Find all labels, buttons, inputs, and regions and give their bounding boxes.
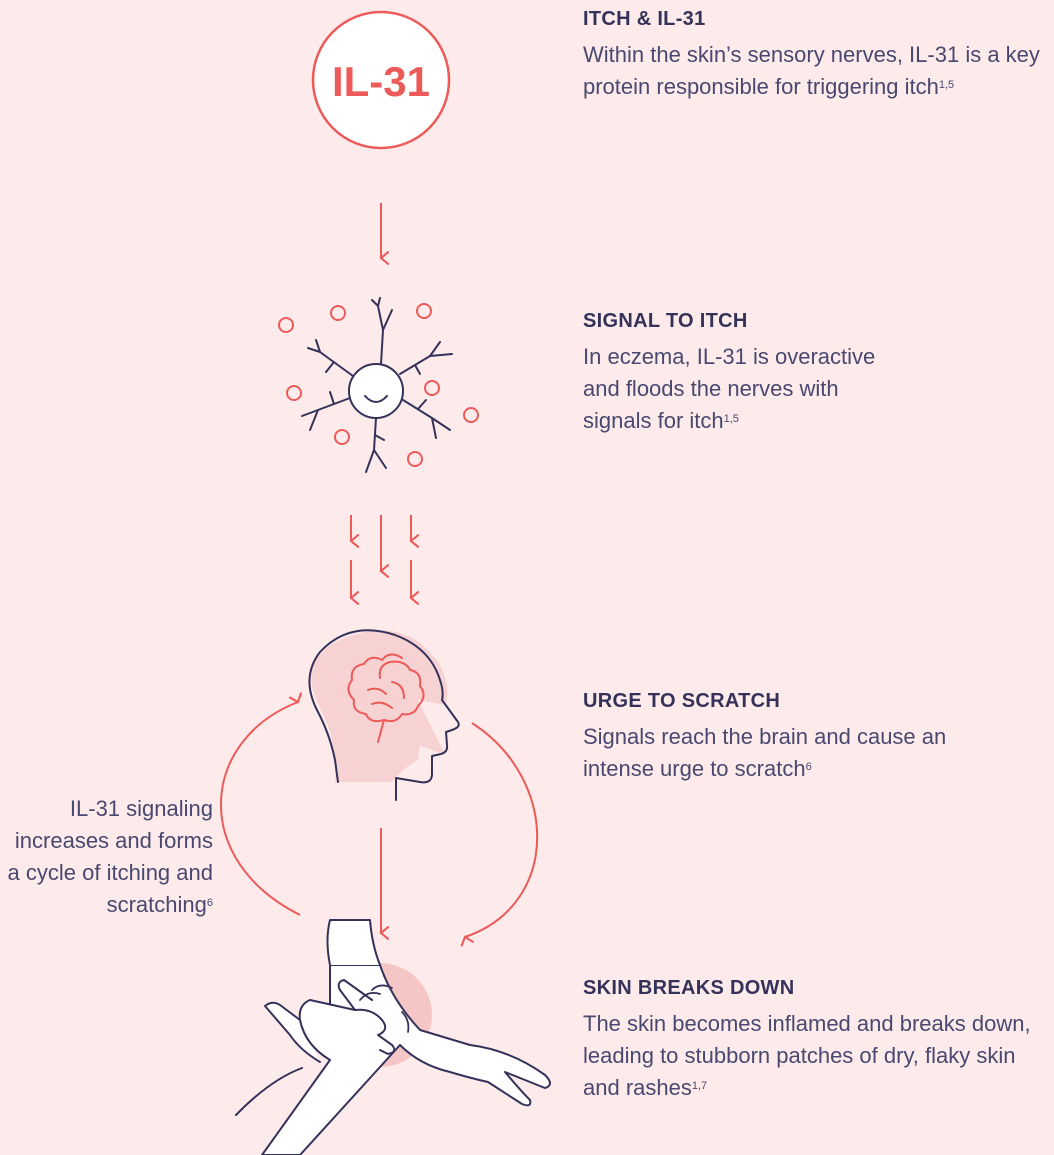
cycle-arc-right: [465, 723, 537, 937]
head-brain-icon: [309, 630, 458, 800]
step-urge-to-scratch: URGE TO SCRATCH Signals reach the brain …: [583, 690, 1053, 785]
il31-badge: IL-31: [313, 12, 449, 148]
step-body: Within the skin’s sensory nerves, IL-31 …: [583, 39, 1053, 103]
step-body: The skin becomes inflamed and breaks dow…: [583, 1008, 1053, 1104]
step-signal-to-itch: SIGNAL TO ITCH In eczema, IL-31 is overa…: [583, 310, 1053, 437]
step-body: In eczema, IL-31 is overactive and flood…: [583, 341, 913, 437]
step-reference: 1,5: [939, 79, 954, 91]
step-reference: 1,5: [724, 413, 739, 425]
scratching-hands-icon: [236, 920, 550, 1155]
nerve-cell-icon: [279, 298, 478, 472]
step-title: URGE TO SCRATCH: [583, 690, 1053, 713]
cycle-note-reference: 6: [207, 897, 213, 909]
step-body: Signals reach the brain and cause an int…: [583, 721, 963, 785]
step-title: SKIN BREAKS DOWN: [583, 977, 1053, 1000]
il31-badge-label: IL-31: [332, 58, 430, 105]
step-itch-il31: ITCH & IL-31 Within the skin’s sensory n…: [583, 8, 1053, 103]
signal-arrows: [351, 515, 411, 598]
step-title: ITCH & IL-31: [583, 8, 1053, 31]
step-skin-breaks-down: SKIN BREAKS DOWN The skin becomes inflam…: [583, 977, 1053, 1104]
cycle-note: IL-31 signaling increases and forms a cy…: [0, 793, 213, 921]
cycle-arc-left: [221, 702, 300, 915]
step-title: SIGNAL TO ITCH: [583, 310, 1053, 333]
step-reference: 6: [806, 761, 812, 773]
step-reference: 1,7: [692, 1080, 707, 1092]
